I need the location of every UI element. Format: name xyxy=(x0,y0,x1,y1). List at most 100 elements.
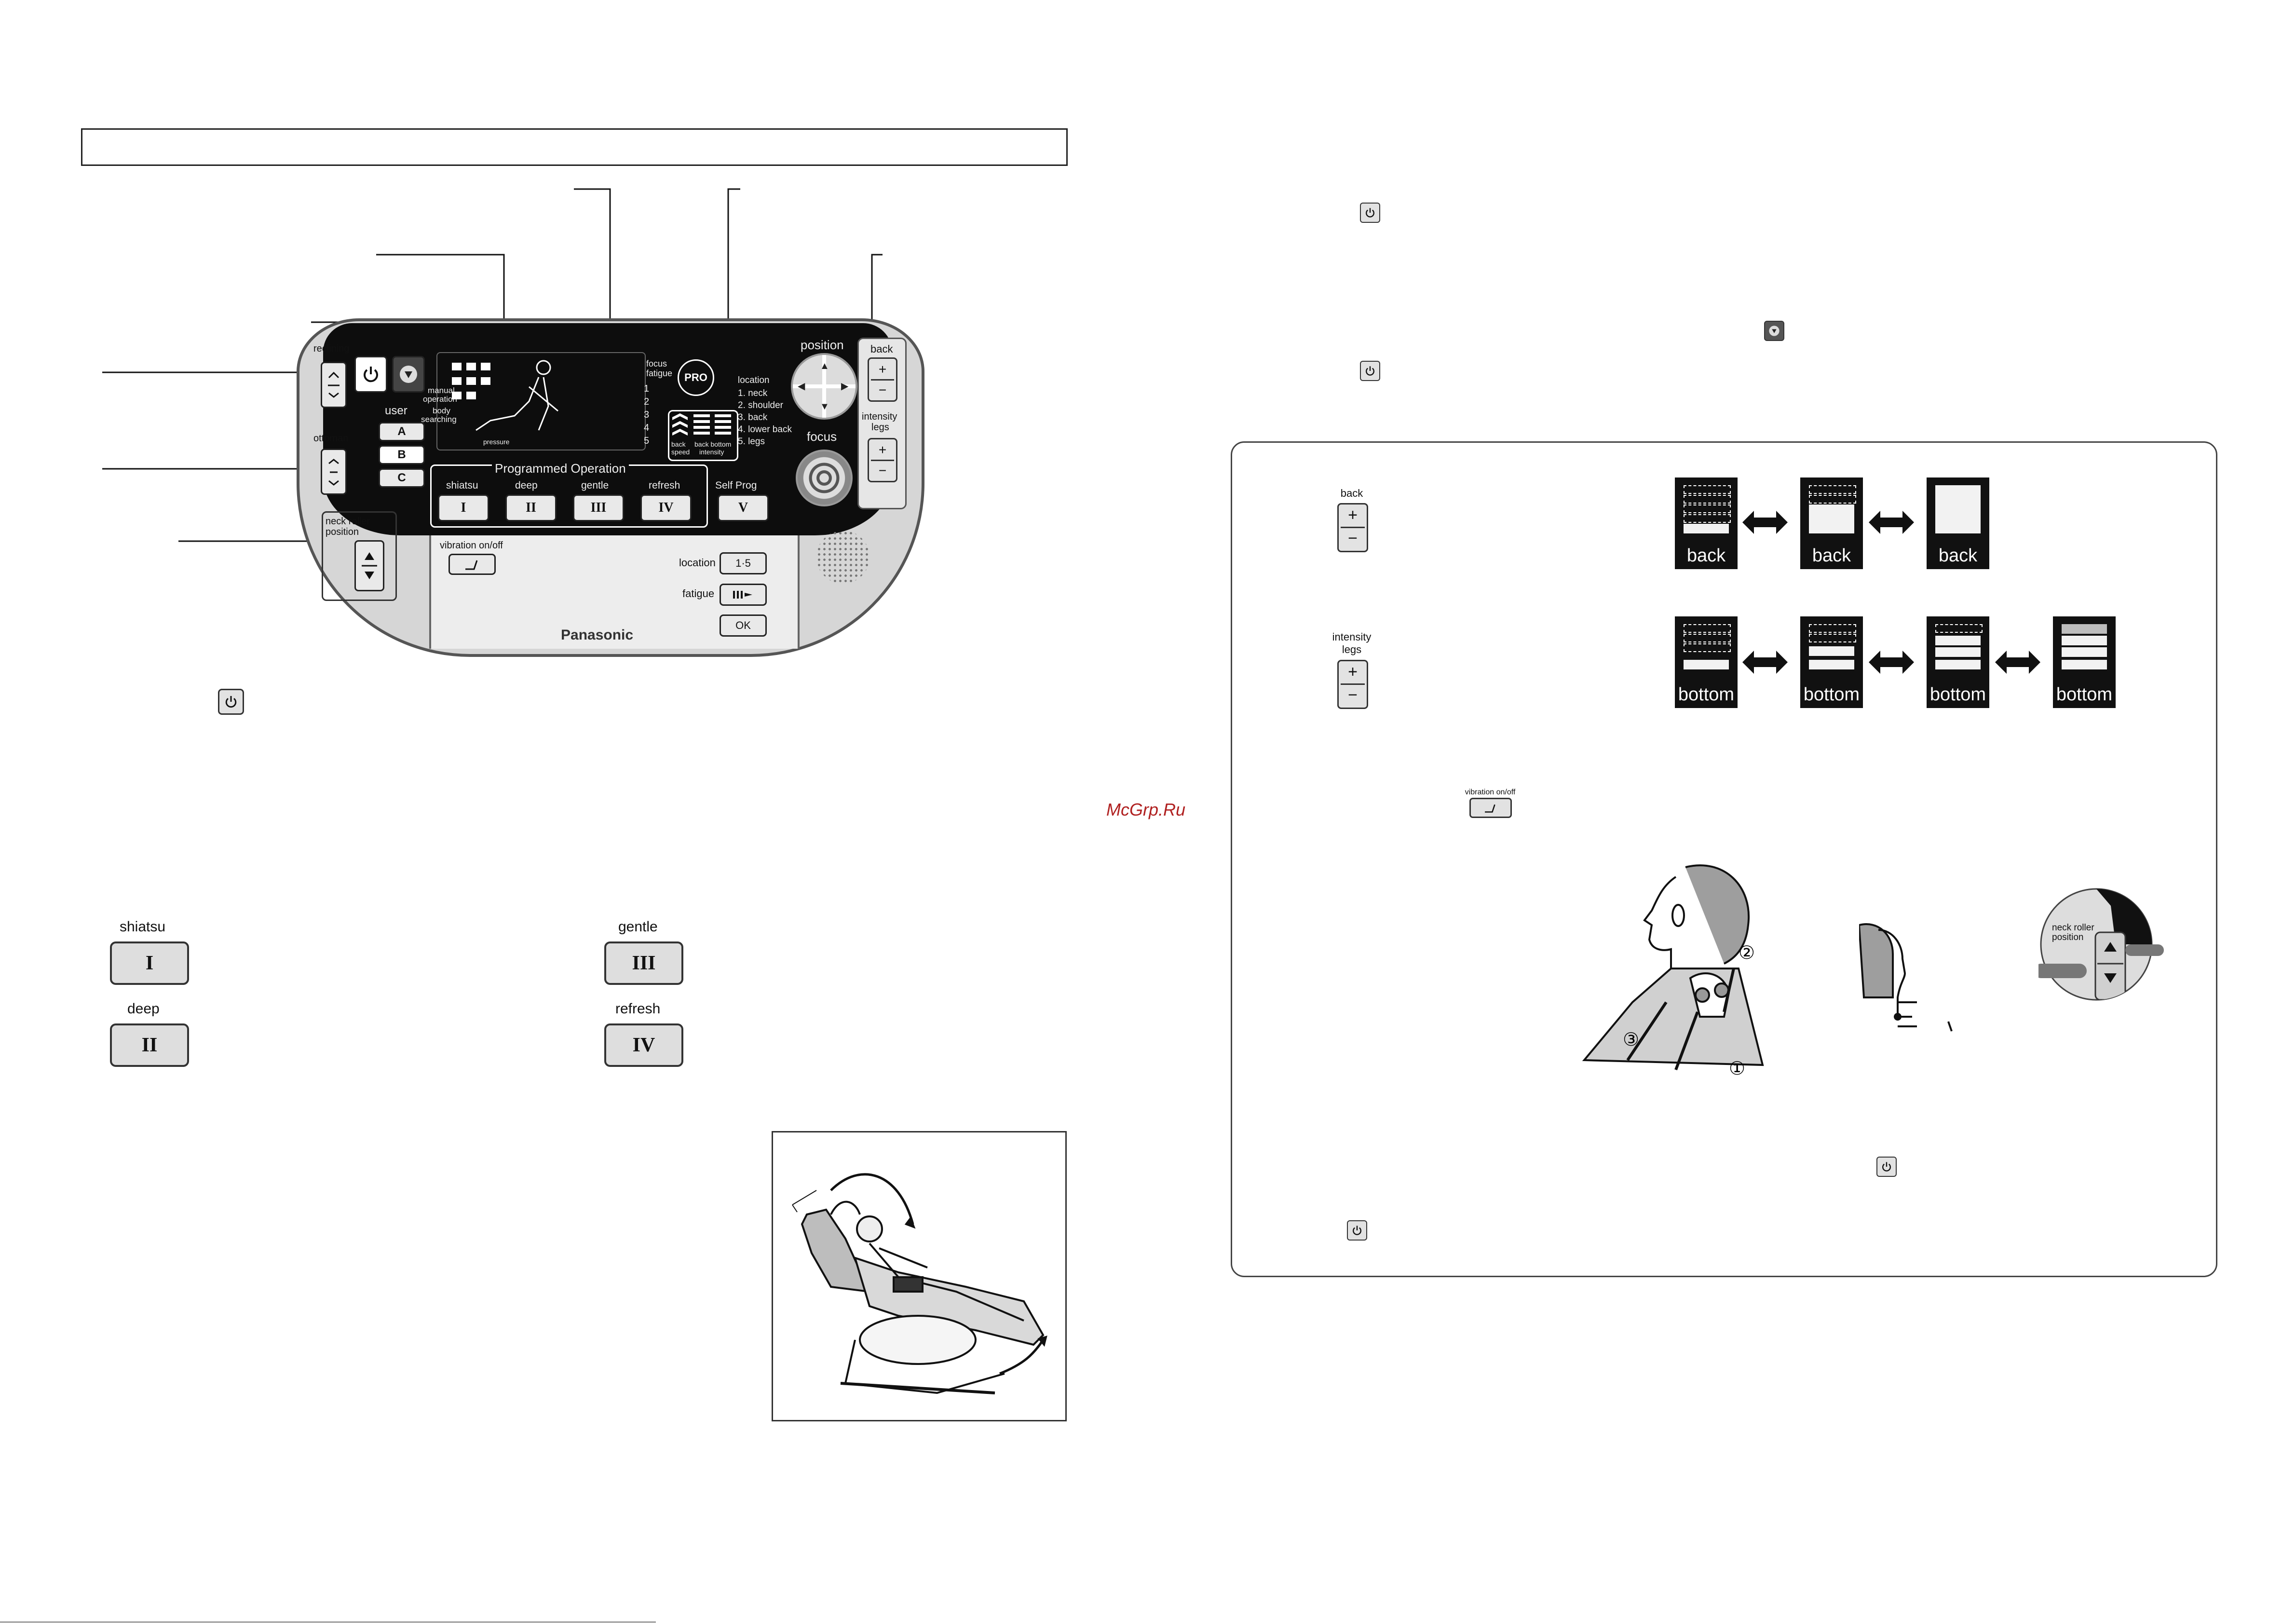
user-a-button[interactable]: A xyxy=(379,422,425,441)
back-level-2-bar-4 xyxy=(1809,514,1854,524)
left-arrow-icon[interactable]: ◀ xyxy=(798,381,805,392)
seated-figure-icon xyxy=(452,360,558,431)
bottom-level-1: bottom xyxy=(1675,616,1738,708)
bottom-level-4-bar-1 xyxy=(2062,624,2107,634)
vibration-button-inline xyxy=(1469,798,1512,818)
bottom-level-1-bar-1 xyxy=(1684,624,1731,633)
back-legs-side-panel: back + − intensity legs + − xyxy=(857,338,907,509)
bottom-rule xyxy=(0,1622,656,1623)
neck-roller-updown-icon xyxy=(362,552,377,579)
back-adjust-button: + − xyxy=(1337,503,1368,552)
adjustment-panel-box: back + − back back back intensity legs +… xyxy=(1231,441,2217,1277)
up-arrow-icon[interactable]: ▲ xyxy=(820,361,829,371)
ok-button[interactable]: OK xyxy=(720,614,767,637)
speaker-grille xyxy=(816,531,869,584)
back-adjust-divider xyxy=(1341,527,1365,528)
ottoman-button[interactable] xyxy=(321,449,347,495)
back-level-3: back xyxy=(1927,477,1989,569)
bottom-level-4-bar-2 xyxy=(2062,636,2107,645)
watermark: McGrp.Ru xyxy=(1106,800,1186,819)
focus-label: focus xyxy=(807,429,837,444)
down-arrow-icon[interactable]: ▼ xyxy=(820,401,829,412)
fatigue-level-list: 1 2 3 4 5 xyxy=(644,383,649,449)
focus-button[interactable] xyxy=(796,450,853,506)
remote-program-button-3[interactable]: III xyxy=(573,494,624,521)
neck-roller-button[interactable] xyxy=(354,540,384,591)
bottom-level-1-caption: bottom xyxy=(1678,684,1735,705)
intensity-small-label: intensity xyxy=(699,448,724,456)
back-level-3-bar-3 xyxy=(1935,505,1981,514)
reclining-icon xyxy=(328,371,340,398)
step-mark-1: ① xyxy=(1729,1058,1745,1079)
legs-plus-minus-button[interactable]: + − xyxy=(868,438,897,482)
neck-roller-frame xyxy=(322,511,397,601)
power-button-inline-5 xyxy=(1347,1220,1367,1241)
power-icon xyxy=(1366,366,1374,376)
minus-icon: − xyxy=(1348,686,1358,704)
plus-icon: + xyxy=(1348,506,1358,524)
back-pm-divider xyxy=(871,379,894,381)
position-dpad[interactable]: ▲ ▼ ◀ ▶ xyxy=(791,353,857,420)
power-icon xyxy=(1353,1226,1361,1235)
user-c-button[interactable]: C xyxy=(379,468,425,488)
location-button[interactable]: 1·5 xyxy=(720,552,767,574)
program-button-shiatsu: I xyxy=(110,941,189,985)
location-range-label: 1·5 xyxy=(735,557,751,569)
back-level-3-bar-4 xyxy=(1935,514,1981,524)
stop-button-inline xyxy=(1764,321,1784,341)
back-speed-intensity-display: back back bottom speed intensity xyxy=(668,410,738,461)
location-list-title: location xyxy=(738,375,770,385)
neck-roller-zoom-caption: neck roller xyxy=(2052,923,2094,933)
back-level-1-bar-5 xyxy=(1684,524,1729,533)
intensity-legs-adjust-button: + − xyxy=(1337,660,1368,709)
minus-icon: − xyxy=(1348,529,1358,547)
back-level-2-bar-2 xyxy=(1809,495,1856,504)
back-level-2-bar-1 xyxy=(1809,485,1856,494)
remote-program-button-2[interactable]: II xyxy=(505,494,557,521)
program-button-gentle: III xyxy=(604,941,683,985)
neck-roller-position-label: position xyxy=(326,527,359,537)
remote-program-label-2: deep xyxy=(515,480,538,491)
reclining-button[interactable] xyxy=(321,362,347,408)
remote-program-button-1[interactable]: I xyxy=(438,494,489,521)
speed-label: speed xyxy=(671,448,690,456)
fatigue-level-5: 5 xyxy=(644,436,650,446)
legs-caption: legs xyxy=(1342,643,1362,655)
remote-program-label-1: shiatsu xyxy=(446,480,478,491)
vibration-button[interactable] xyxy=(448,554,496,575)
vibration-label: vibration on/off xyxy=(440,540,503,551)
bottom-level-3-bar-3 xyxy=(1935,647,1981,657)
body-label: body xyxy=(433,406,450,415)
back-plus-minus-button[interactable]: + − xyxy=(868,357,897,402)
minus-icon: − xyxy=(878,382,887,397)
intensity-caption: intensity xyxy=(1332,631,1372,643)
neck-roller-label: neck roller xyxy=(326,516,370,527)
program-button-deep: II xyxy=(110,1023,189,1067)
bottom-level-2-caption: bottom xyxy=(1803,684,1860,705)
legs-pm-divider xyxy=(871,460,894,461)
bottom-level-3-bar-2 xyxy=(1935,636,1981,645)
right-arrow-icon[interactable]: ▶ xyxy=(841,381,849,392)
brand-logo: Panasonic xyxy=(561,627,634,643)
section-title-box xyxy=(81,128,1068,166)
power-button-inline xyxy=(218,689,244,715)
focus-indicator-label: focus xyxy=(646,359,667,368)
position-label: position xyxy=(801,338,844,352)
remote-program-button-4[interactable]: IV xyxy=(640,494,692,521)
back-level-1: back xyxy=(1675,477,1738,569)
back-level-2-bar-3 xyxy=(1809,505,1854,514)
stop-button[interactable] xyxy=(392,356,425,393)
bottom-level-3-bar-1 xyxy=(1935,624,1983,633)
location-list: 1. neck 2. shoulder 3. back 4. lower bac… xyxy=(738,388,792,449)
ottoman-icon xyxy=(328,459,339,486)
remote-program-button-5[interactable]: V xyxy=(718,494,769,521)
pressure-label: pressure xyxy=(483,438,510,446)
neck-roller-zoom-illustration xyxy=(2038,888,2164,1001)
user-b-button[interactable]: B xyxy=(379,445,425,464)
power-button[interactable] xyxy=(354,356,387,393)
fatigue-button[interactable] xyxy=(720,584,767,606)
location-item-5: 5. legs xyxy=(738,436,765,447)
power-button-inline-2 xyxy=(1360,203,1380,223)
back-level-1-bar-3 xyxy=(1684,505,1731,513)
back-level-3-bar-2 xyxy=(1935,495,1981,505)
